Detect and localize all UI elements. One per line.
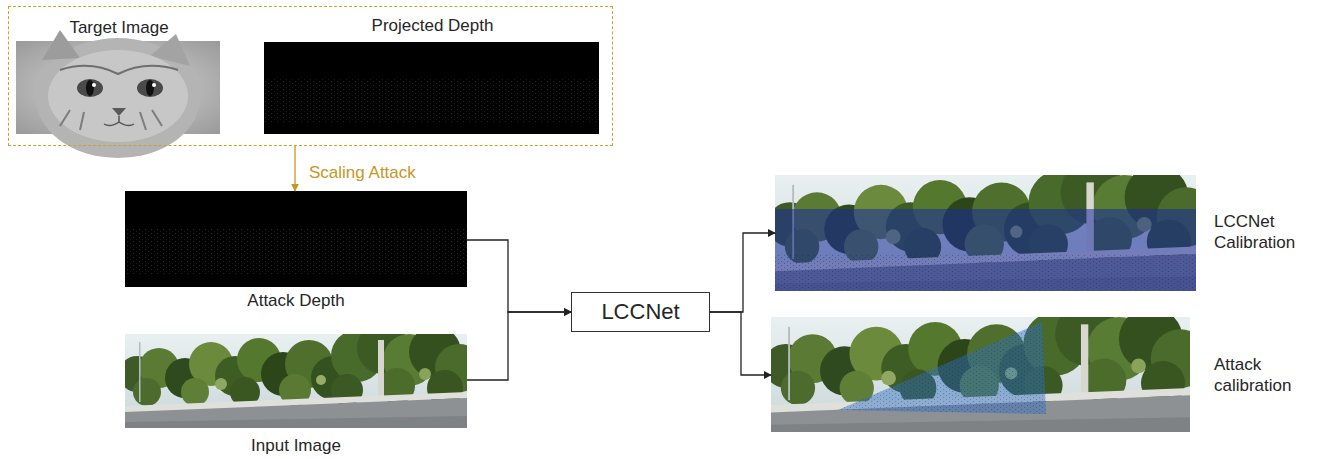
illustration-part [838, 322, 1046, 414]
image-panel: Input Image [125, 334, 467, 456]
panel-caption: Projected Depth [265, 15, 600, 36]
illustration-part [86, 80, 94, 96]
image-panel: Attack Depth [125, 191, 467, 313]
lccnet-calibration-image [768, 160, 1216, 291]
illustration-part [48, 50, 188, 142]
illustration-part [60, 110, 162, 130]
panel-caption: Target Image [17, 17, 221, 38]
connector-arrow [467, 312, 571, 380]
illustration-part [125, 228, 467, 274]
input-scene [119, 322, 483, 428]
image-panel: Target Image [17, 15, 221, 139]
illustration-part [60, 66, 178, 74]
illustration-part [768, 160, 1216, 291]
connector-arrow [710, 233, 775, 312]
illustration-part [112, 108, 126, 116]
attack-calibration-image [764, 302, 1210, 432]
panel-caption: LCCNet Calibration [1214, 211, 1314, 253]
illustration-part [77, 79, 103, 97]
illustration-part [838, 322, 1046, 414]
illustration-part [152, 83, 156, 87]
connector-arrow [710, 312, 771, 375]
panel-caption: Attack calibration [1214, 354, 1314, 396]
illustration-part [264, 42, 599, 134]
image-panel: Projected Depth [265, 15, 600, 139]
projected-depth-image [264, 42, 599, 134]
output-panel: Attack calibration [771, 317, 1320, 432]
illustration-part [146, 80, 154, 96]
attack-depth-image [125, 191, 467, 287]
process-box: LCCNet [571, 292, 710, 332]
connector-arrow [467, 240, 571, 312]
illustration-part [764, 302, 1210, 432]
output-panel: LCCNet Calibration [775, 175, 1320, 291]
illustration-part [92, 83, 96, 87]
dashed-group: Target Image Projected Depth [8, 6, 613, 146]
panel-caption: Attack Depth [125, 290, 467, 311]
box-label: LCCNet [601, 299, 679, 325]
illustration-part [775, 255, 1196, 291]
cat-image [16, 30, 220, 158]
panel-caption: Input Image [125, 435, 467, 456]
illustration-part [125, 191, 467, 287]
edge-label: Scaling Attack [307, 162, 418, 183]
illustration-part [264, 78, 599, 122]
illustration-part [137, 79, 163, 97]
illustration-part [104, 116, 134, 126]
illustration-part [775, 209, 1196, 291]
connector-arrow [294, 146, 295, 191]
